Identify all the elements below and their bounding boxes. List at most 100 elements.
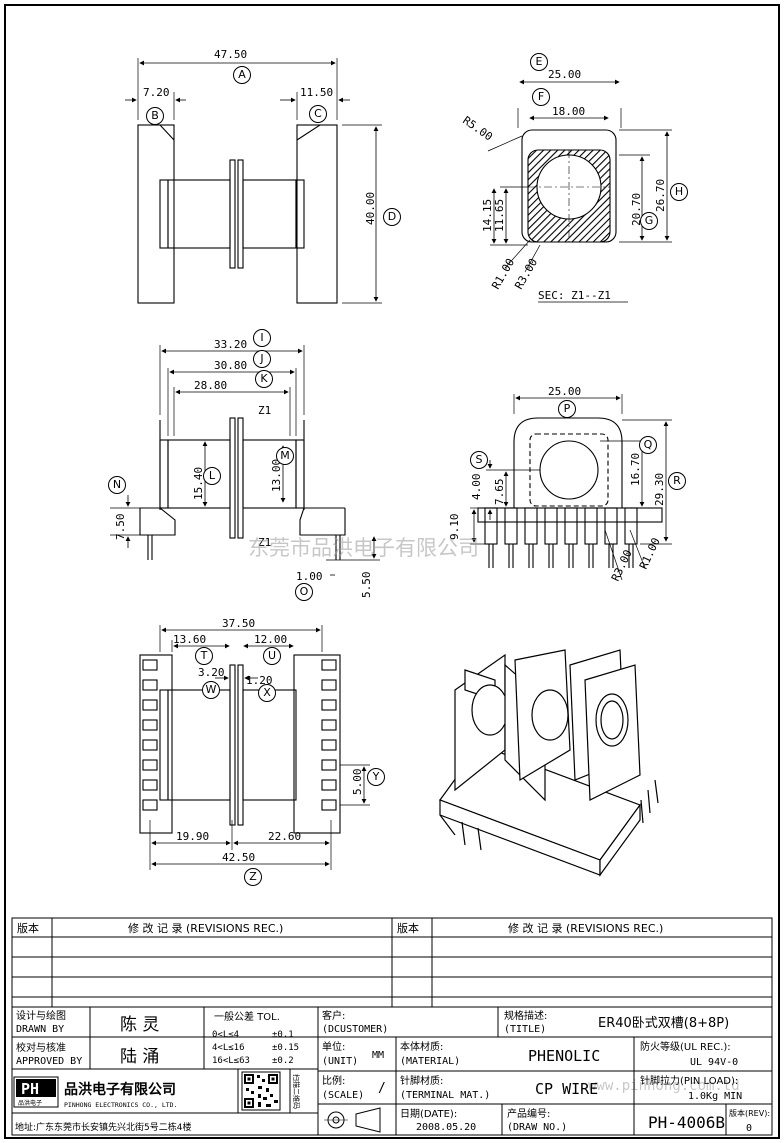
pads-left [142, 659, 158, 811]
dim-label: 25.00 [548, 385, 581, 398]
drawn-by-cn: 设计与绘图 [16, 1009, 66, 1022]
qr-caption: 扫描二维码 [292, 1074, 301, 1109]
date-label: 日期(DATE): [400, 1108, 457, 1120]
company-name-cn: 品洪电子有限公司 [64, 1081, 176, 1098]
title-block [11, 1006, 773, 1136]
ul-label: 防火等级(UL REC.): [640, 1040, 731, 1053]
unit-cn: 单位: [322, 1040, 345, 1053]
view-section [487, 79, 672, 273]
terminal-value: CP WIRE [535, 1080, 598, 1098]
ref-letter-O: O [295, 583, 313, 601]
ref-letter-S: S [470, 451, 488, 469]
ref-letter-E: E [530, 53, 548, 71]
terminal-cn: 针脚材质: [400, 1074, 443, 1087]
rev-col-version: 版本 [17, 921, 39, 935]
view-side-labels: 33.20 30.80 28.80 Z1 Z1 15.40 13.00 7.50… [114, 338, 373, 598]
dim-label: 7.50 [114, 514, 127, 541]
ref-letter-K: K [255, 370, 273, 388]
watermark-corner: www.pinhong.com.td [588, 1078, 740, 1094]
ref-letter-B: B [146, 107, 164, 125]
dim-label: 33.20 [214, 338, 247, 351]
ref-letter-C: C [309, 105, 327, 123]
material-cn: 本体材质: [400, 1040, 443, 1053]
approver-name: 陆 涌 [120, 1047, 159, 1067]
view-front-labels: 47.50 7.20 11.50 40.00 [143, 48, 377, 225]
draw-no-en: (DRAW NO.) [507, 1122, 567, 1133]
dim-label: 20.70 [630, 193, 643, 226]
qr-code [241, 1071, 281, 1111]
view-end [470, 394, 672, 581]
date-value: 2008.05.20 [416, 1122, 476, 1133]
company-logo: PH 品洪电子 [13, 1076, 59, 1108]
dim-label: 29.30 [653, 473, 666, 506]
ref-letter-Z: Z [244, 868, 262, 886]
dim-label: 30.80 [214, 359, 247, 372]
view-section-labels: 25.00 18.00 R5.00 14.15 11.65 20.70 26.7… [460, 68, 667, 302]
dim-label: 3.20 [198, 666, 225, 679]
dim-label: 4.00 [470, 474, 483, 501]
dim-label: 13.00 [270, 459, 283, 492]
material-en: (MATERIAL) [400, 1056, 460, 1067]
z1-label: Z1 [258, 404, 271, 417]
pin-load-label: 针脚拉力(PIN LOAD): [640, 1074, 738, 1087]
scale-value: / [378, 1081, 386, 1096]
ref-letter-N: N [108, 476, 126, 494]
terminal-en: (TERMINAL MAT.) [400, 1090, 490, 1101]
customer-cn: 客户: [322, 1009, 345, 1022]
dim-label: 42.50 [222, 851, 255, 864]
unit-value: MM [372, 1050, 384, 1061]
dim-label: 40.00 [364, 192, 377, 225]
ref-letter-D: D [383, 208, 401, 226]
dim-label: 26.70 [654, 179, 667, 212]
ul-value: UL 94V-0 [690, 1057, 738, 1068]
view-top-labels: 37.50 13.60 12.00 3.20 1.20 5.00 19.90 2… [173, 617, 364, 864]
material-value: PHENOLIC [528, 1047, 600, 1065]
draw-no-value: PH-4006B [648, 1113, 725, 1132]
view-isometric [439, 649, 659, 877]
approved-by-cn: 校对与核准 [16, 1041, 66, 1054]
tolerance-value: ±0.1 [272, 1030, 294, 1040]
dim-label: 19.90 [176, 830, 209, 843]
dim-label: 7.20 [143, 86, 170, 99]
tolerance-title: 一般公差 TOL. [214, 1010, 280, 1023]
company-address: 地址:广东东莞市长安镇先兴北街5号二栋4楼 [15, 1121, 192, 1133]
section-label: SEC: Z1--Z1 [538, 289, 611, 302]
ref-letter-G: G [640, 212, 658, 230]
dim-label: 1.00 [296, 570, 323, 583]
draw-no-cn: 产品编号: [507, 1107, 550, 1120]
dim-label: 5.50 [360, 572, 373, 599]
dim-label: 13.60 [173, 633, 206, 646]
pin-load-value: 1.0Kg MIN [688, 1091, 742, 1102]
tolerance-range: 16<L≤63 [212, 1056, 250, 1066]
logo-subtext: 品洪电子 [18, 1099, 42, 1107]
ref-letter-A: A [233, 66, 251, 84]
rev-value: 0 [746, 1123, 752, 1134]
dim-label: 25.00 [548, 68, 581, 81]
view-top [139, 625, 370, 870]
ref-letter-P: P [558, 400, 576, 418]
rev-col-record: 修 改 记 录 (REVISIONS REC.) [508, 921, 663, 935]
ref-letter-U: U [263, 647, 281, 665]
drawn-by-en: DRAWN BY [16, 1024, 64, 1035]
ref-letter-H: H [670, 183, 688, 201]
dim-label: R5.00 [460, 114, 495, 144]
dim-label: 15.40 [192, 467, 205, 500]
dim-label: 12.00 [254, 633, 287, 646]
ref-letter-X: X [258, 684, 276, 702]
pins-end-view [484, 507, 638, 568]
rev-col-version: 版本 [397, 921, 419, 935]
dim-label: 14.15 [481, 199, 494, 232]
tolerance-value: ±0.15 [272, 1043, 299, 1053]
z1-label: Z1 [258, 536, 271, 549]
dim-label: R1.00 [637, 536, 663, 572]
scale-cn: 比例: [322, 1074, 345, 1087]
dim-label: 11.65 [493, 199, 506, 232]
ref-letter-M: M [276, 447, 294, 465]
view-front [125, 58, 382, 304]
ref-letter-I: I [253, 329, 271, 347]
unit-en: (UNIT) [322, 1056, 358, 1067]
dim-label: 28.80 [194, 379, 227, 392]
ref-letter-F: F [532, 88, 550, 106]
tolerance-range: 0<L≤4 [212, 1030, 239, 1040]
